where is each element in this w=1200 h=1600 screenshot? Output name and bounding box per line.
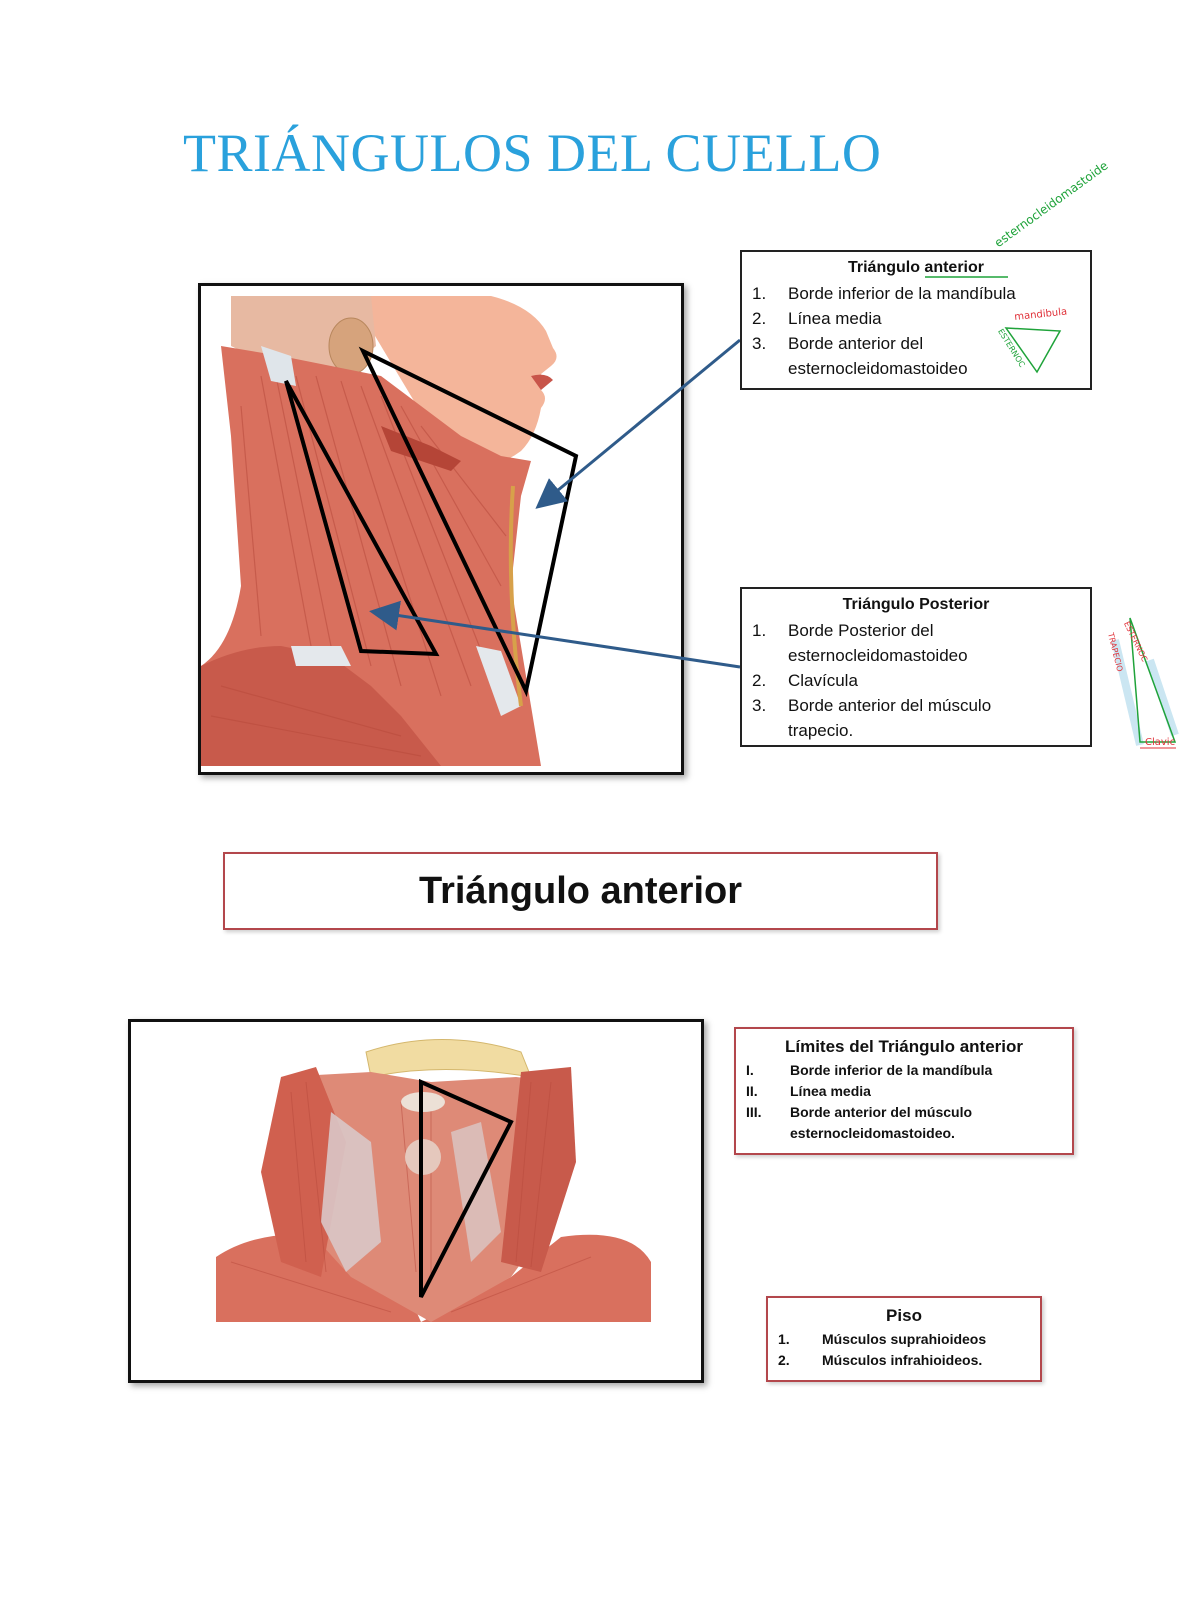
arrow-posterior	[369, 600, 741, 669]
lateral-neck-illustration	[198, 283, 684, 775]
piso-list: 1.Músculos suprahioideos 2.Músculos infr…	[768, 1329, 1040, 1371]
posterior-box-list: 1.Borde Posterior del esternocleidomasto…	[742, 618, 1090, 743]
list-item: I.Borde inferior de la mandíbula	[746, 1062, 993, 1078]
list-item: 3.Borde anterior del esternocleidomastoi…	[752, 334, 968, 378]
anterior-box-list: 1.Borde inferior de la mandíbula 2.Línea…	[742, 281, 1090, 381]
posterior-triangle-outline	[284, 380, 440, 657]
sketch-triangle-anterior	[1004, 327, 1062, 374]
annotation-clavic: Clavic	[1145, 737, 1176, 748]
sketch-triangle-posterior	[1129, 617, 1177, 743]
list-item: III.Borde anterior del músculo esternocl…	[746, 1104, 973, 1141]
list-item: 2.Clavícula	[752, 671, 858, 690]
section-title: Triángulo anterior	[418, 869, 743, 912]
list-item: 3.Borde anterior del músculo trapecio.	[752, 696, 992, 740]
anterior-box-title: Triángulo anterior	[847, 259, 984, 276]
neck-anterior-svg	[216, 1039, 651, 1322]
neck-lateral-svg	[201, 296, 579, 766]
piso-box-title: Piso	[886, 1306, 922, 1325]
arrow-anterior	[535, 338, 741, 509]
posterior-box-title: Triángulo Posterior	[842, 596, 990, 613]
list-item: 1.Borde inferior de la mandíbula	[752, 284, 1016, 303]
section-title-box: Triángulo anterior	[223, 852, 938, 930]
limites-list: I.Borde inferior de la mandíbula II.Líne…	[736, 1060, 1072, 1144]
list-item: II.Línea media	[746, 1083, 871, 1099]
piso-box: Piso 1.Músculos suprahioideos 2.Músculos…	[766, 1296, 1042, 1382]
limites-box-title: Límites del Triángulo anterior	[784, 1037, 1024, 1056]
anterior-triangle-outline	[358, 346, 579, 698]
posterior-triangle-box: Triángulo Posterior 1.Borde Posterior de…	[740, 587, 1092, 747]
page-title: TRIÁNGULOS DEL CUELLO	[183, 123, 882, 183]
list-item: 1.Músculos suprahioideos	[778, 1331, 987, 1347]
anterior-neck-illustration	[128, 1019, 704, 1383]
list-item: 2.Músculos infrahioideos.	[778, 1352, 983, 1368]
anterior-triangle-box: Triángulo anterior 1.Borde inferior de l…	[740, 250, 1092, 390]
anterior-triangle-outline-front	[419, 1078, 514, 1298]
limites-box: Límites del Triángulo anterior I.Borde i…	[734, 1027, 1074, 1155]
list-item: 1.Borde Posterior del esternocleidomasto…	[752, 621, 968, 665]
list-item: 2.Línea media	[752, 309, 882, 328]
